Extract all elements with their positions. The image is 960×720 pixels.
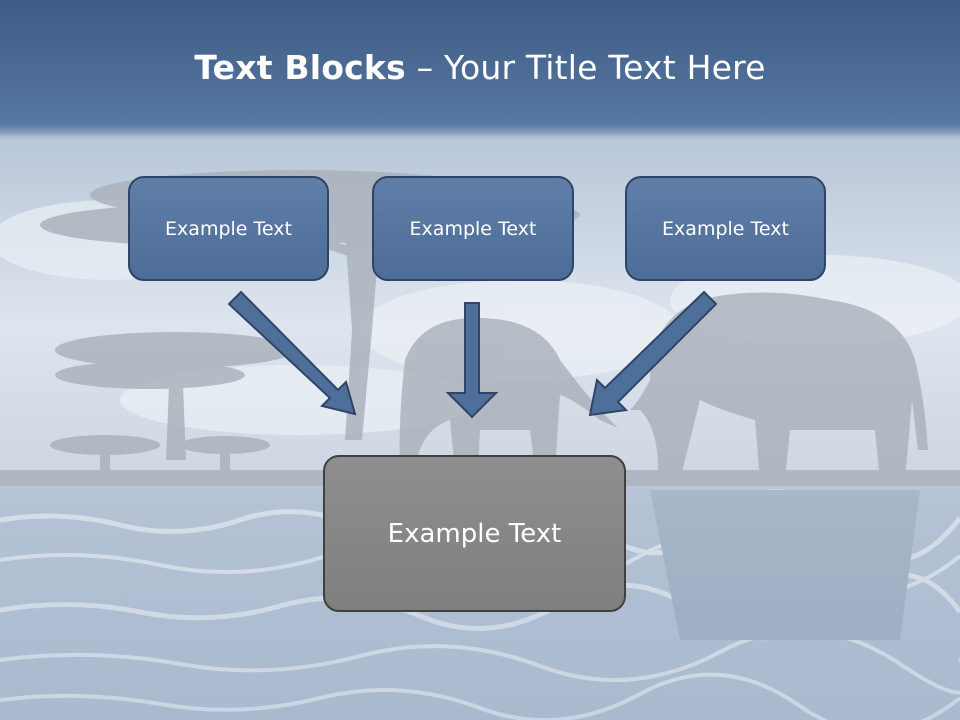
- text-block-center[interactable]: Example Text: [323, 455, 626, 612]
- text-block-left-label: Example Text: [165, 217, 292, 240]
- header-band: [0, 0, 960, 140]
- text-block-left[interactable]: Example Text: [128, 176, 329, 281]
- slide-title-rest: – Your Title Text Here: [405, 48, 766, 87]
- slide-title: Text Blocks – Your Title Text Here: [0, 48, 960, 87]
- text-block-center-label: Example Text: [387, 518, 562, 549]
- slide-title-bold: Text Blocks: [194, 48, 406, 87]
- text-block-right[interactable]: Example Text: [625, 176, 826, 281]
- text-block-right-label: Example Text: [662, 217, 789, 240]
- text-block-middle-label: Example Text: [409, 217, 537, 240]
- text-block-middle[interactable]: Example Text: [372, 176, 574, 281]
